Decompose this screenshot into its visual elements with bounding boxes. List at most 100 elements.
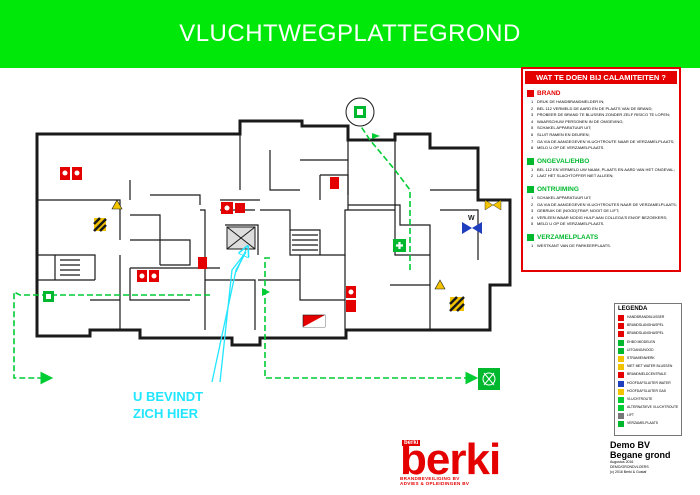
- section-ehbo: ONGEVAL/EHBO: [527, 157, 679, 165]
- assembly-point-icon: [527, 233, 534, 241]
- exit-location-marker: [345, 97, 375, 127]
- legend-swatch-icon: [618, 331, 624, 338]
- warning-icon: [111, 199, 446, 290]
- legend-item: BRANDSLANGHASPEL: [615, 330, 681, 338]
- logo-tagline-2: ADVIES & OPLEIDINGEN BV: [400, 481, 470, 486]
- exit-icon: [527, 185, 534, 193]
- legend-label: NIET MET WATER BLUSSEN: [627, 364, 673, 369]
- section-ontruiming: ONTRUIMING: [527, 185, 679, 193]
- gas-valve-icon: [484, 199, 502, 211]
- plan-copyright: (c) 2016 Berki & Gustaf: [610, 469, 647, 474]
- legend-swatch-icon: [618, 364, 624, 371]
- legend-swatch-icon: [618, 339, 624, 346]
- legend-item: BRANDSLANGHASPEL: [615, 322, 681, 330]
- floor-name: Begane grond: [610, 450, 671, 460]
- legend-swatch-icon: [618, 413, 624, 420]
- you-are-here-line2: ZICH HIER: [133, 406, 198, 421]
- legend-item: STRAMIENWERK: [615, 355, 681, 363]
- you-are-here-line1: U BEVINDT: [133, 389, 204, 404]
- legend-item: UITGANG/NOOD: [615, 347, 681, 355]
- legend-item: NIET MET WATER BLUSSEN: [615, 363, 681, 371]
- legend-label: BRANDSLANGHASPEL: [627, 323, 664, 328]
- legend-label: VLUCHTROUTE: [627, 396, 653, 401]
- legend-title: LEGENDA: [618, 306, 648, 312]
- exit-icon: [43, 291, 54, 302]
- legend-swatch-icon: [618, 315, 624, 321]
- legend-item: VERZAMELPLAATS: [615, 420, 681, 428]
- legend-swatch-icon: [618, 421, 624, 428]
- legend-swatch-icon: [618, 388, 624, 395]
- legend-swatch-icon: [618, 372, 624, 379]
- escape-route: [13, 124, 479, 385]
- legend-label: ALTERNATIEVE VLUCHTROUTE: [627, 405, 679, 410]
- legend-label: VERZAMELPLAATS: [627, 421, 659, 426]
- legend-swatch-icon: [618, 323, 624, 330]
- legend-swatch-icon: [618, 347, 624, 354]
- fire-panel-icon: [302, 314, 326, 328]
- calamity-title: WAT TE DOEN BIJ CALAMITEITEN ?: [525, 71, 677, 84]
- legend-label: BRANDMELDCENTRALE: [627, 372, 667, 377]
- legend-label: LIFT: [627, 413, 634, 418]
- legend-label: STRAMIENWERK: [627, 355, 655, 360]
- legend-label: HOOFDAFSLUITER WATER: [627, 380, 671, 385]
- svg-text:W: W: [468, 215, 475, 222]
- plan-sheet: DEMO/GRONDVLOERS: [610, 464, 649, 469]
- title-banner: VLUCHTWEGPLATTEGROND: [0, 0, 700, 68]
- section-title: ONTRUIMING: [537, 185, 579, 193]
- lift: [226, 226, 256, 250]
- legend-label: UITGANG/NOOD: [627, 347, 654, 352]
- legend-label: HOOFDAFSLUITER GAS: [627, 388, 666, 393]
- section-title: BRAND: [537, 90, 561, 97]
- you-are-here-arrow: [211, 250, 246, 383]
- assembly-point-icon: [478, 368, 500, 390]
- building-outline: [35, 119, 512, 347]
- flame-icon: [527, 90, 534, 97]
- logo-badge: berki: [402, 440, 421, 446]
- logo-word: berki: [400, 435, 501, 484]
- section-title: ONGEVAL/EHBO: [537, 157, 590, 165]
- logo-tagline-1: BRANDBEVEILIGING BV: [400, 476, 460, 481]
- legend-list: HANDBRANDBLUSSER BRANDSLANGHASPEL BRANDSLA…: [615, 314, 681, 429]
- plan-date: Augustus 2016: [610, 460, 634, 464]
- first-aid-icon: [393, 239, 406, 252]
- first-aid-icon: [527, 157, 534, 165]
- legend-swatch-icon: [618, 355, 624, 362]
- legend-item: ALTERNATIEVE VLUCHTROUTE: [615, 404, 681, 412]
- legend-item: LIFT: [615, 412, 681, 420]
- page-title: VLUCHTWEGPLATTEGROND: [179, 20, 521, 47]
- legend-item: HOOFDAFSLUITER WATER: [615, 380, 681, 388]
- legend-item: EHBO MIDDELEN: [615, 339, 681, 347]
- legend-swatch-icon: [618, 405, 624, 412]
- interior-walls: [37, 134, 479, 330]
- route-direction-icon: [262, 133, 380, 296]
- legend-item: VLUCHTROUTE: [615, 396, 681, 404]
- section-verzamelplaats: VERZAMELPLAATS: [527, 233, 679, 241]
- section-title: VERZAMELPLAATS: [537, 233, 599, 241]
- company-name: Demo BV: [610, 440, 651, 450]
- legend-item: BRANDMELDCENTRALE: [615, 371, 681, 379]
- hazard-stripes-icon: [93, 217, 465, 312]
- legend-item: HOOFDAFSLUITER GAS: [615, 388, 681, 396]
- water-valve-icon: W: [462, 215, 482, 234]
- you-are-here-label: U BEVINDT ZICH HIER: [133, 388, 203, 422]
- legend-label: HANDBRANDBLUSSER: [627, 315, 665, 319]
- legend-label: EHBO MIDDELEN: [627, 339, 656, 344]
- legend-item: HANDBRANDBLUSSER: [615, 314, 681, 322]
- legend-label: BRANDSLANGHASPEL: [627, 331, 664, 336]
- legend: LEGENDA HANDBRANDBLUSSER BRANDSLANGHASPEL…: [614, 303, 682, 436]
